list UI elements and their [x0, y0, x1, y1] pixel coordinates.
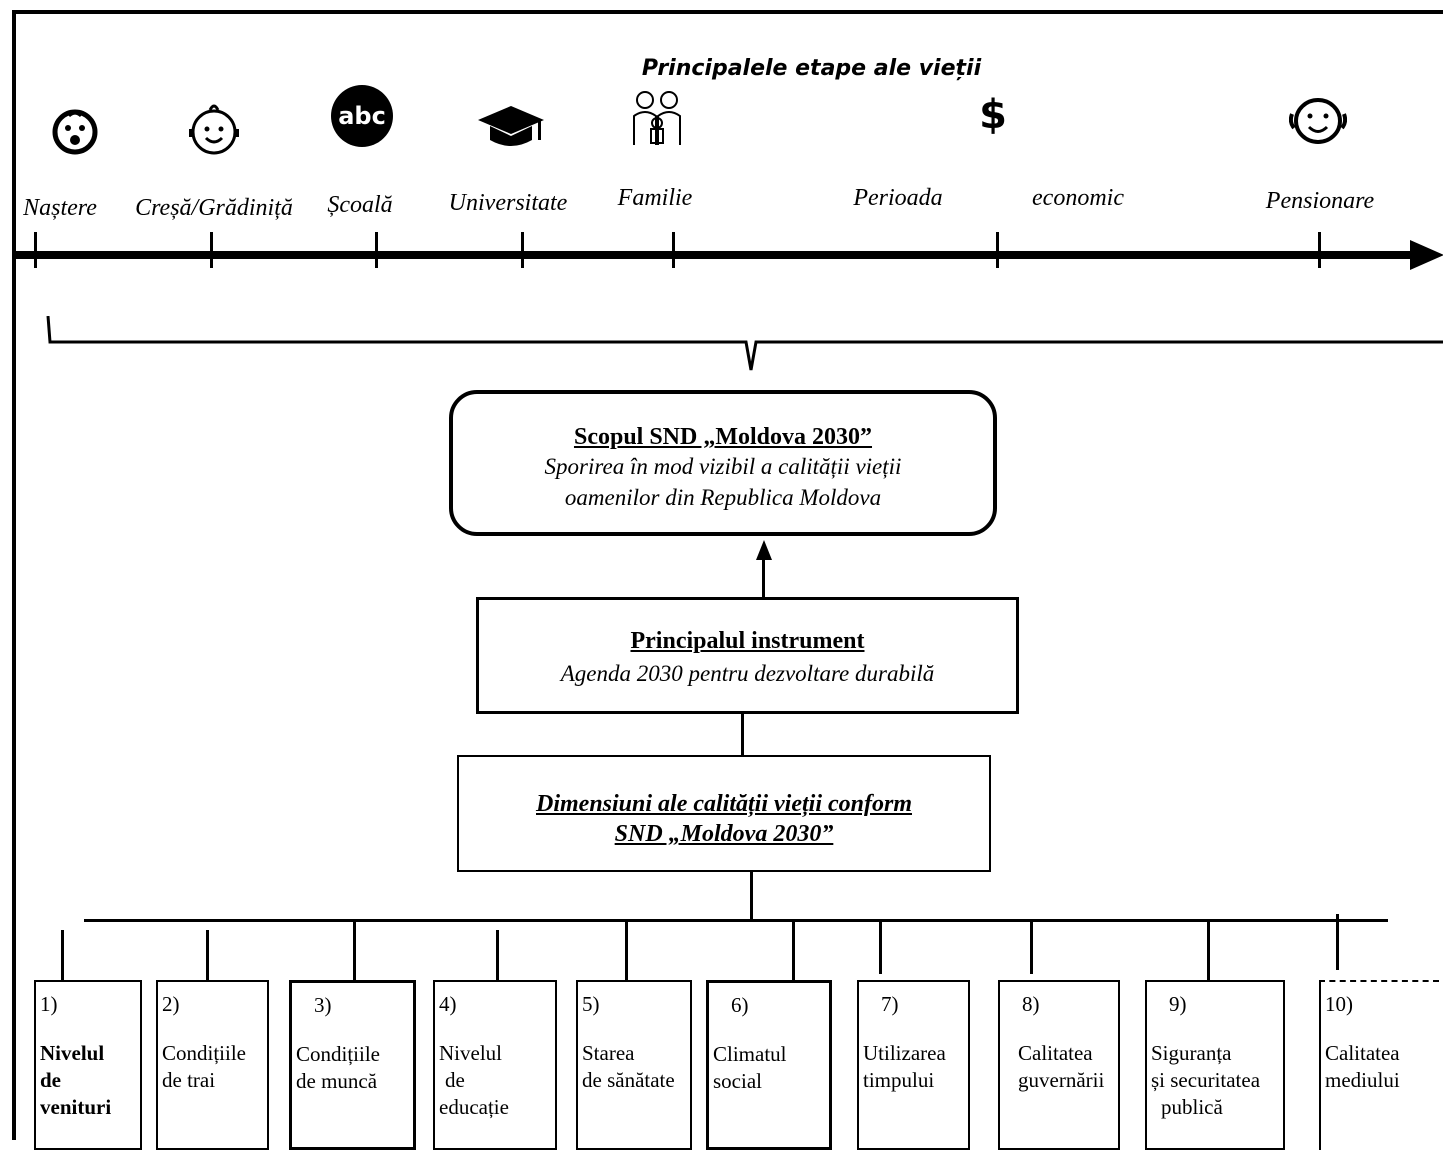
dimension-label-line: și securitatea [1151, 1068, 1261, 1092]
dimension-label-line: de sănătate [582, 1068, 675, 1092]
timeline-tick [996, 232, 999, 268]
instrument-box: Principalul instrument Agenda 2030 pentr… [476, 597, 1019, 714]
graduation-cap-icon [476, 104, 546, 157]
stage-label-gradinita: Creșă/Grădiniță [135, 195, 293, 221]
frame-left-border [12, 10, 16, 1140]
dimension-number: 3) [314, 993, 332, 1017]
abc-icon-text: abc [338, 102, 386, 130]
dimension-label-line: venituri [40, 1095, 112, 1119]
child-face-icon [188, 100, 240, 161]
dimension-connector [353, 922, 356, 980]
dimension-box-8: 8) Calitatea guvernării [998, 980, 1120, 1150]
dimension-label-line: Utilizarea [863, 1041, 946, 1065]
timeline-tick [375, 232, 378, 268]
stage-label-pensionare: Pensionare [1265, 188, 1375, 214]
stage-label-economic: economic [1032, 185, 1124, 211]
dimension-connector [1030, 922, 1033, 974]
dimension-connector [1207, 922, 1210, 980]
connector-arrow-head [756, 540, 772, 560]
stage-label-familie: Familie [617, 185, 693, 211]
baby-icon [51, 108, 99, 161]
connector-line [750, 872, 753, 922]
dimension-number: 2) [162, 992, 180, 1016]
dimension-label-line: Nivelul [439, 1041, 502, 1065]
dimension-label-line: de trai [162, 1068, 216, 1092]
dimension-label-line: Calitatea [1325, 1041, 1400, 1065]
stage-label-nastere: Naștere [23, 195, 97, 221]
dimension-box-1: 1) Nivelul de venituri [34, 980, 142, 1150]
dimension-box-10: 10) Calitatea mediului [1319, 980, 1439, 1150]
goal-line-1: Sporirea în mod vizibil a calității vieț… [544, 454, 902, 479]
timeline-title: Principalele etape ale vieții [641, 56, 982, 81]
dimension-label-line: Starea [582, 1041, 635, 1065]
goal-box: Scopul SND „Moldova 2030” Sporirea în mo… [449, 390, 997, 536]
timeline-tick [1318, 232, 1321, 268]
timeline-tick [210, 232, 213, 268]
dimension-number: 4) [439, 992, 457, 1016]
dimension-box-5: 5) Starea de sănătate [576, 980, 692, 1150]
elder-face-icon [1288, 96, 1348, 151]
dimension-number: 7) [881, 992, 899, 1016]
timeline-axis [16, 251, 1416, 259]
dimension-connector [1336, 914, 1339, 970]
stage-label-perioada: Perioada [853, 185, 943, 211]
dimension-label-line: Condițiile [296, 1042, 380, 1066]
dimension-connector [792, 922, 795, 980]
dimension-number: 9) [1169, 992, 1187, 1016]
dimension-box-4: 4) Nivelul de educație [433, 980, 557, 1150]
dimension-label-line: Condițiile [162, 1041, 246, 1065]
dimension-number: 8) [1022, 992, 1040, 1016]
dimension-label-line: Climatul [713, 1042, 787, 1066]
dimension-box-9: 9) Siguranța și securitatea publică [1145, 980, 1285, 1150]
dimension-number: 10) [1325, 992, 1353, 1016]
dollar-icon: $ [979, 92, 1007, 138]
dimension-box-3: 3) Condițiile de muncă [289, 980, 416, 1150]
stage-label-scoala: Școală [327, 192, 393, 218]
abc-icon: abc [330, 84, 394, 153]
dimension-label-line: de [445, 1068, 465, 1092]
dimensions-header-box: Dimensiuni ale calității vieții conform … [457, 755, 991, 872]
dimensions-header-line-1: Dimensiuni ale calității vieții conform [536, 791, 912, 817]
dimension-box-7: 7) Utilizarea timpului [857, 980, 970, 1150]
dimension-box-2: 2) Condițiile de trai [156, 980, 269, 1150]
dimensions-bus-line [84, 919, 1388, 922]
goal-title: Scopul SND „Moldova 2030” [573, 424, 873, 450]
connector-arrow-shaft [762, 552, 765, 598]
frame-top-border [12, 10, 1443, 14]
dimension-label-line: timpului [863, 1068, 935, 1092]
dimension-label-line: Calitatea [1018, 1041, 1093, 1065]
timeline-tick [34, 232, 37, 268]
dimensions-header-line-2: SND „Moldova 2030” [614, 821, 834, 847]
family-icon [628, 90, 688, 151]
dimension-number: 5) [582, 992, 600, 1016]
goal-line-2: oamenilor din Republica Moldova [564, 485, 882, 510]
timeline-tick [672, 232, 675, 268]
dimension-label-line: educație [439, 1095, 509, 1119]
connector-line [741, 714, 744, 755]
dimension-box-6: 6) Climatul social [706, 980, 832, 1150]
dimension-label-line: publică [1161, 1095, 1223, 1119]
dimension-label-line: Nivelul [40, 1041, 105, 1065]
dimension-label-line: guvernării [1018, 1068, 1105, 1092]
timeline-arrow-head [1410, 240, 1443, 270]
timeline-tick [521, 232, 524, 268]
dimension-label-line: mediului [1325, 1068, 1400, 1092]
dimension-number: 6) [731, 993, 749, 1017]
dimension-label-line: Siguranța [1151, 1041, 1232, 1065]
dimension-connector [61, 930, 64, 980]
dimension-label-line: de [40, 1068, 61, 1092]
grouping-brace [46, 316, 1443, 371]
dimension-label-line: social [713, 1069, 762, 1093]
dimension-label-line: de muncă [296, 1069, 378, 1093]
dimension-connector [625, 922, 628, 980]
stage-label-universitate: Universitate [448, 190, 568, 216]
instrument-title: Principalul instrument [630, 628, 865, 654]
dimension-connector [879, 922, 882, 974]
dimension-number: 1) [40, 992, 58, 1016]
dimension-connector [496, 930, 499, 980]
instrument-text: Agenda 2030 pentru dezvoltare durabilă [560, 661, 935, 686]
dimension-connector [206, 930, 209, 980]
